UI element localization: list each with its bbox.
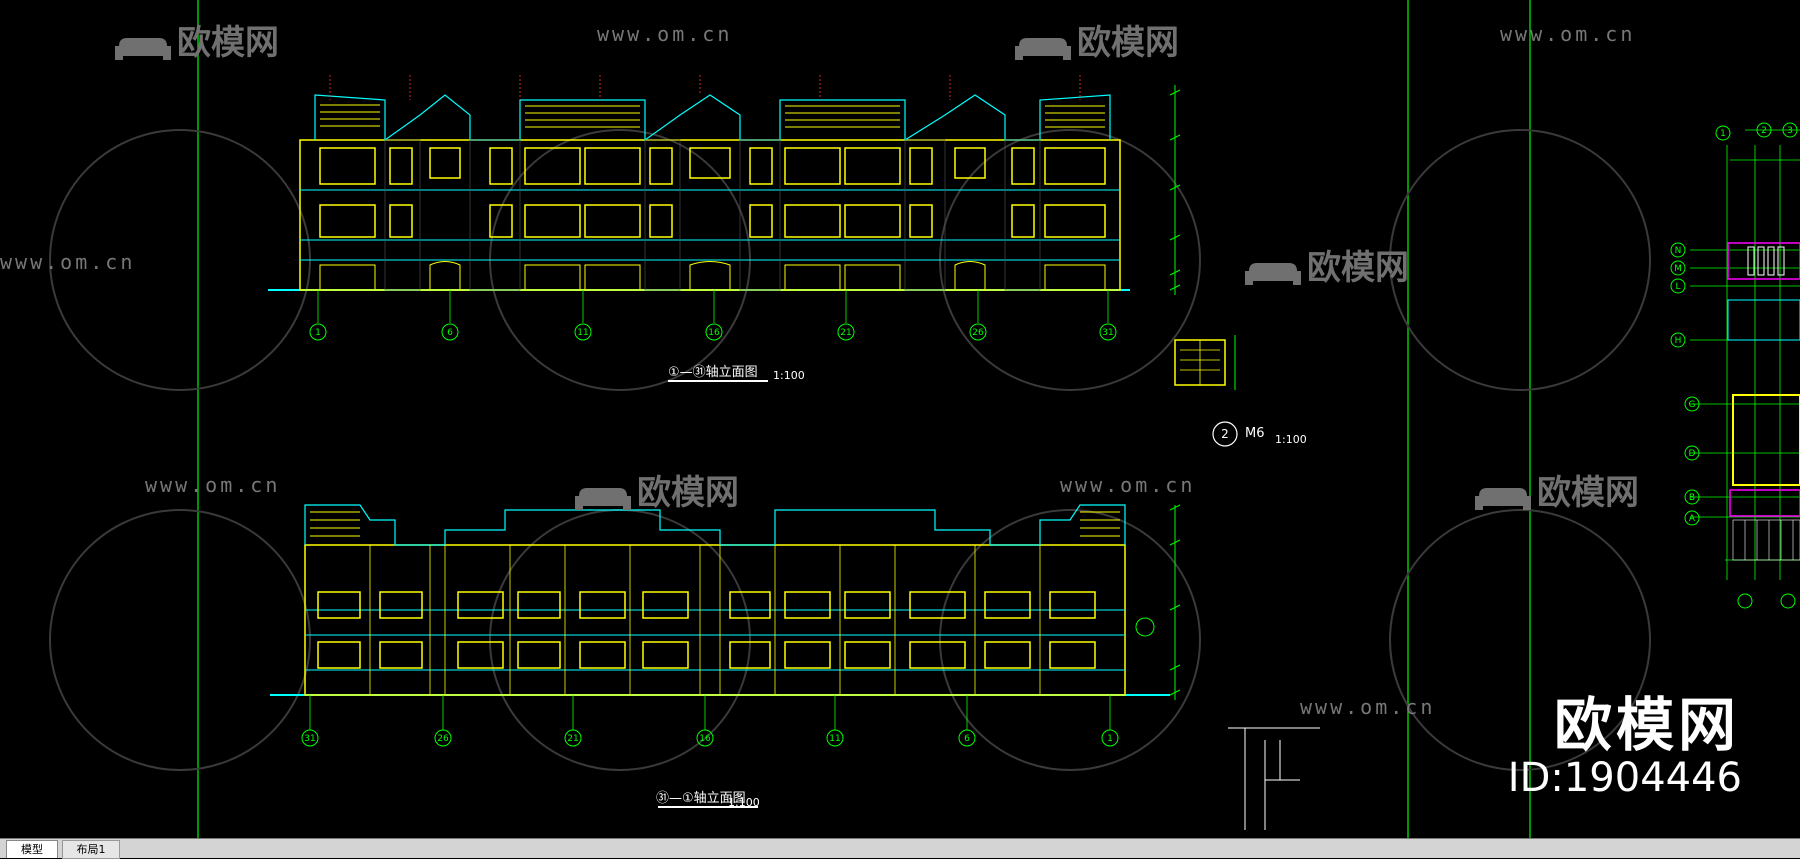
plan-row-labels: N M L H G D B A [1674,246,1696,524]
watermark-url: www.om.cn [1500,22,1636,46]
detail-title: M6 [1245,426,1265,441]
watermark-url: www.om.cn [597,22,733,46]
watermark-logo: 欧模网 [575,465,739,514]
watermark-circles [49,129,1651,771]
grid-label: 31 [1102,328,1113,338]
watermark-logo: 欧模网 [1475,465,1639,514]
grid-label: 2 [1761,126,1767,136]
sofa-icon [1015,31,1071,60]
sofa-icon [1475,481,1531,510]
grid-label: H [1675,336,1682,346]
sofa-icon [1245,256,1301,285]
grid-label: 1 [1720,129,1726,139]
grid-label: 26 [437,734,449,744]
grid-label: 31 [304,734,315,744]
grid-label: N [1675,246,1682,256]
grid-label: 11 [577,328,588,338]
tab-layout1[interactable]: 布局1 [62,840,120,859]
grid-label: 11 [829,734,840,744]
watermark-url: www.om.cn [145,473,281,497]
tab-model[interactable]: 模型 [6,840,58,858]
detail-number: 2 [1221,427,1229,441]
grid-label: 16 [708,328,720,338]
grid-label: B [1689,493,1695,503]
watermark-url: www.om.cn [1300,695,1436,719]
wall-section-detail[interactable] [1228,727,1320,830]
grid-label: 21 [840,328,851,338]
elevation-bottom-title: ㉛—①轴立面图 [656,791,746,806]
cad-model-space[interactable]: 1 6 11 16 21 26 31 31 26 21 16 11 6 1 N … [0,0,1800,838]
watermark-logo: 欧模网 [1245,240,1409,289]
watermark-url: www.om.cn [0,250,136,274]
plan-col-labels: 1 2 3 [1720,126,1793,139]
detail-m6[interactable] [1174,335,1238,447]
watermark-url: www.om.cn [1060,473,1196,497]
grid-labels-top: 1 6 11 16 21 26 31 [315,328,1114,338]
elevation-top-title: ①—㉛轴立面图 [668,365,758,380]
elevation-top-scale: 1:100 [773,369,805,382]
watermark-brand: 欧模网 [1553,691,1740,759]
elevation-top[interactable] [268,75,1181,382]
grid-labels-bottom: 31 26 21 16 11 6 1 [304,734,1113,744]
sofa-icon [115,31,171,60]
grid-label: 26 [972,328,984,338]
elevation-bottom[interactable] [270,504,1181,808]
grid-label: 6 [447,328,453,338]
grid-label: M [1674,264,1682,274]
elevation-bottom-scale: 1:100 [728,796,760,809]
layout-tab-bar: 模型 布局1 [0,838,1800,859]
plan-partial[interactable] [1670,122,1800,609]
grid-label: D [1689,449,1696,459]
grid-label: L [1675,282,1680,292]
watermark-logo: 欧模网 [115,15,279,64]
watermark-logo: 欧模网 [1015,15,1179,64]
grid-label: 3 [1787,126,1793,136]
grid-label: 21 [567,734,578,744]
grid-label: 16 [699,734,711,744]
grid-label: G [1689,400,1696,410]
sofa-icon [575,481,631,510]
grid-label: A [1689,514,1696,524]
grid-label: 1 [1107,734,1113,744]
grid-label: 1 [315,328,321,338]
detail-scale: 1:100 [1275,433,1307,446]
grid-label: 6 [964,734,970,744]
watermark-id: ID:1904446 [1507,755,1742,801]
